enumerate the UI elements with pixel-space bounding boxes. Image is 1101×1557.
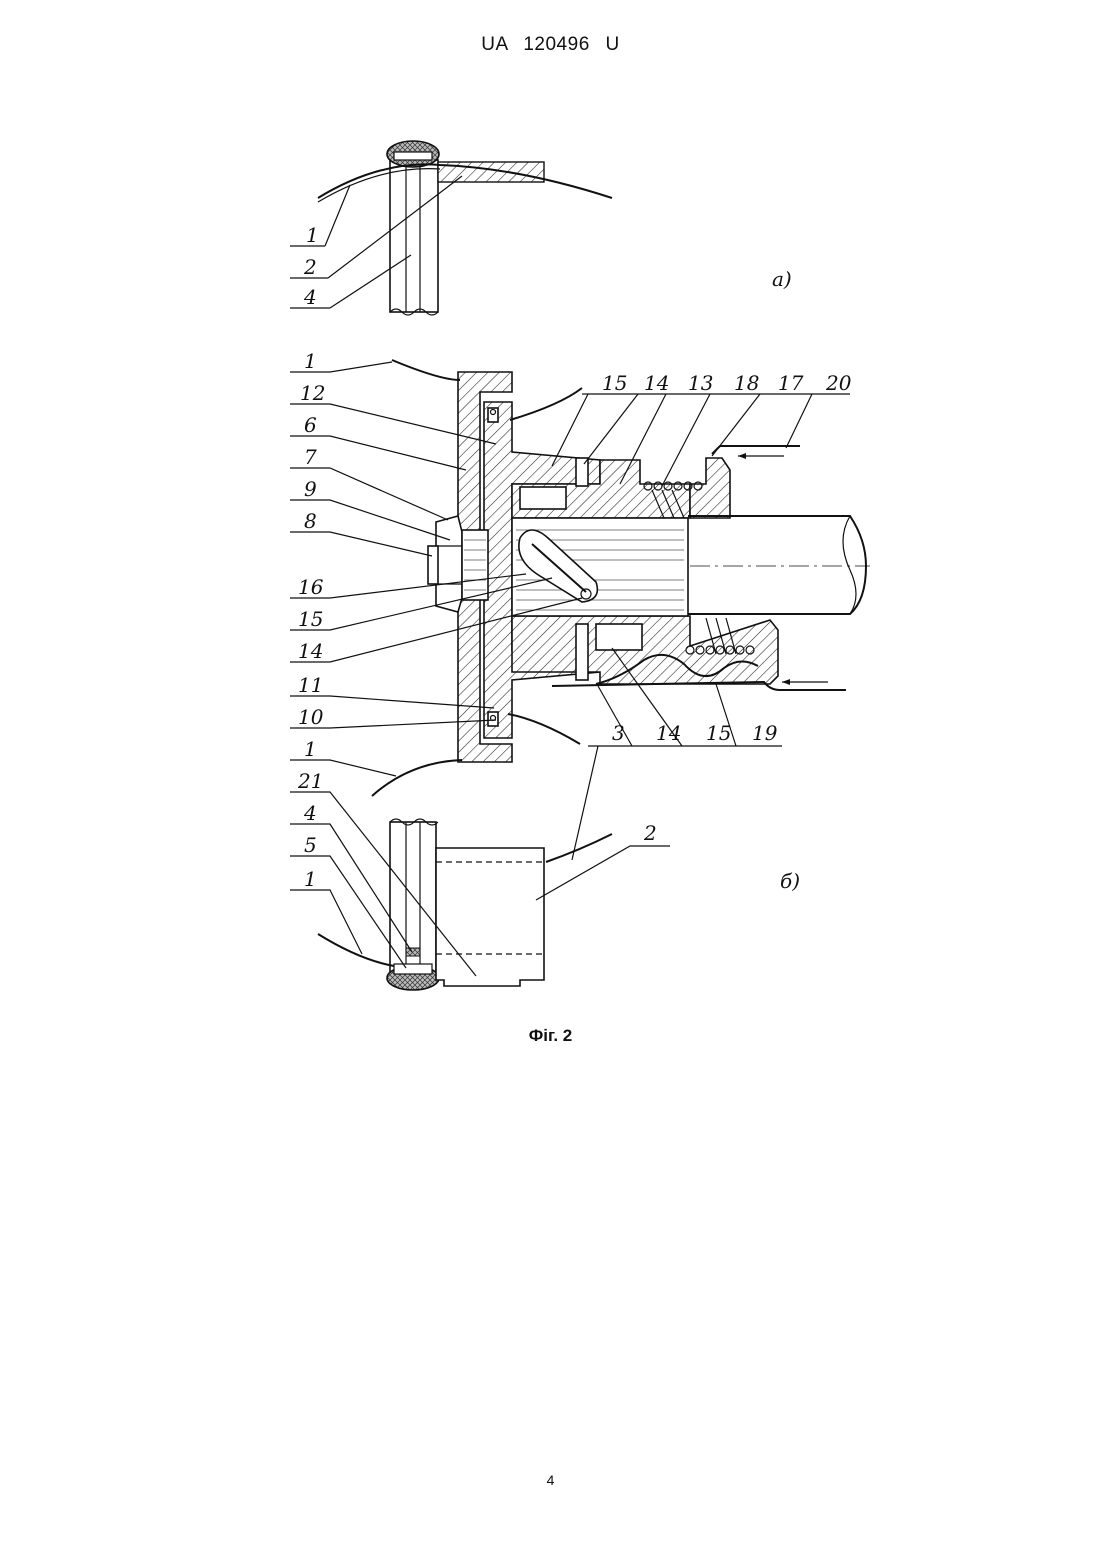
callout: 14 (644, 371, 669, 395)
callout: 4 (303, 285, 317, 309)
callout: 21 (297, 769, 323, 793)
callout: 15 (706, 721, 731, 745)
callout: 9 (304, 477, 317, 501)
page-number: 4 (0, 1472, 1101, 1488)
rim-profile (390, 160, 438, 312)
axle (688, 516, 866, 614)
collar-top (690, 458, 730, 518)
electrode-box (436, 848, 544, 986)
callout: 5 (304, 833, 317, 857)
callout: 8 (304, 509, 317, 533)
view-label-b: б) (780, 869, 800, 893)
callout: 1 (306, 223, 319, 247)
view-a (290, 141, 612, 315)
callout: 11 (298, 673, 323, 697)
callout: 14 (298, 639, 323, 663)
labels-view-b-left: 1 12 6 7 9 8 16 15 14 11 10 1 21 4 5 1 (297, 349, 325, 891)
labels-view-b-top: 15 14 13 18 17 20 (602, 371, 852, 395)
callout: 3 (612, 721, 625, 745)
callout: 4 (303, 801, 317, 825)
callout: 20 (825, 371, 852, 395)
callout: 10 (298, 705, 324, 729)
callout: 14 (656, 721, 681, 745)
callout: 13 (688, 371, 713, 395)
callout: 2 (643, 821, 657, 845)
view-b (290, 360, 870, 990)
callout: 16 (298, 575, 324, 599)
callout: 15 (298, 607, 323, 631)
labels-view-b-bottom: 3 14 15 19 2 б) (612, 721, 800, 893)
labels-view-a: 1 2 4 a) (303, 223, 792, 309)
callout: 6 (304, 413, 317, 437)
callout: 15 (602, 371, 627, 395)
callout: 17 (778, 371, 804, 395)
nut (436, 516, 462, 612)
callout: 18 (734, 371, 759, 395)
callout: 1 (304, 737, 317, 761)
figure-caption: Фіг. 2 (0, 1026, 1101, 1046)
callout: 7 (304, 445, 317, 469)
view-label-a: a) (772, 267, 792, 291)
callout: 2 (303, 255, 317, 279)
callout: 1 (304, 867, 317, 891)
callout: 19 (752, 721, 778, 745)
callout: 12 (300, 381, 325, 405)
bolt-end (428, 546, 438, 584)
callout: 1 (304, 349, 317, 373)
